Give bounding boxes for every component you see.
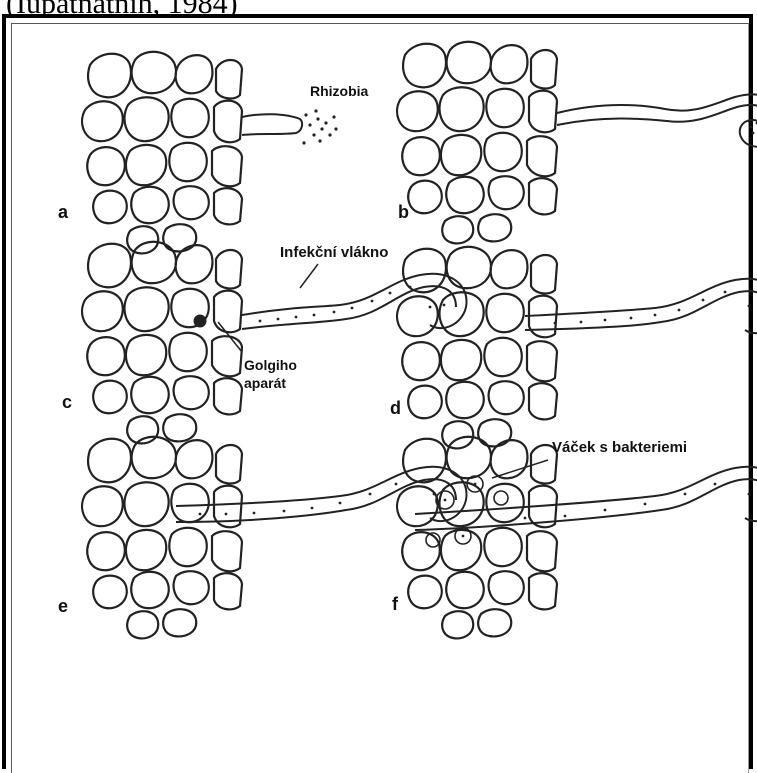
panel-c (82, 242, 466, 444)
label-vesicle: Váček s bakteriemi (552, 439, 687, 456)
panel-a (82, 52, 338, 254)
label-golgi-line2: aparát (244, 375, 286, 391)
panel-f (397, 437, 757, 639)
panel-letter-e: e (58, 596, 68, 616)
label-infection-thread: Infekční vlákno (280, 244, 388, 261)
panel-e (82, 437, 466, 639)
root-hair-a (242, 114, 302, 135)
panel-letter-f: f (392, 594, 399, 614)
rhizobia-dots-b (748, 120, 757, 135)
panel-letter-d: d (390, 398, 401, 418)
panel-letter-c: c (62, 392, 72, 412)
panel-letter-b: b (398, 202, 409, 222)
leader-infection-thread (300, 264, 318, 288)
panel-letter-a: a (58, 202, 69, 222)
panel-b (397, 42, 757, 244)
rhizobia-dots-a (302, 109, 337, 144)
leader-vesicle (492, 460, 548, 478)
label-golgi-line1: Golgiho (244, 357, 297, 373)
infection-thread-d (525, 279, 757, 333)
label-rhizobia: Rhizobia (310, 83, 369, 99)
root-hair-b (557, 95, 757, 147)
